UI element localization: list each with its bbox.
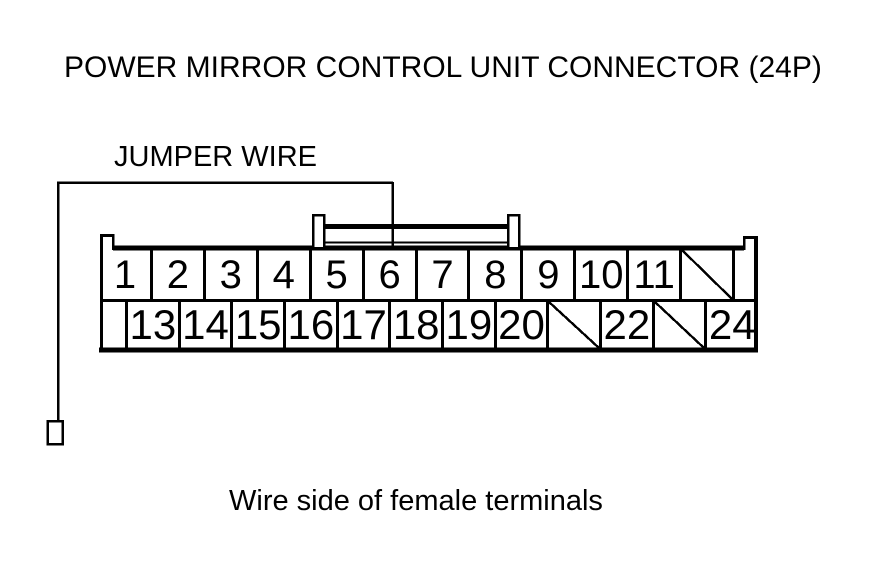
slash-cell (654, 302, 708, 348)
jumper-wire-label: JUMPER WIRE (114, 141, 317, 173)
blank-cell (100, 302, 128, 348)
pin-cell-4: 4 (258, 250, 312, 302)
pin-cell-6: 6 (364, 250, 418, 302)
pin-cell-14: 14 (181, 302, 234, 348)
pin-cell-15: 15 (233, 302, 287, 348)
pin-cell-18: 18 (391, 302, 445, 348)
pin-cell-3: 3 (205, 250, 259, 302)
slash-cell (549, 302, 603, 348)
caption-wire-side: Wire side of female terminals (229, 485, 603, 517)
pin-cell-9: 9 (523, 250, 577, 302)
pin-cell-5: 5 (311, 250, 365, 302)
pin-cell-10: 10 (576, 250, 630, 302)
mount-tab-right (506, 213, 521, 250)
jumper-terminal-square (46, 419, 64, 446)
page-title: POWER MIRROR CONTROL UNIT CONNECTOR (24P… (64, 51, 822, 84)
pin-cell-24: 24 (708, 301, 756, 348)
pin-cell-7: 7 (417, 250, 471, 302)
pin-cell-22: 22 (602, 302, 655, 348)
pin-cell-17: 17 (339, 302, 392, 348)
center-bridge-bar (324, 224, 508, 244)
pin-cell-2: 2 (152, 250, 206, 302)
connector-outline (99, 234, 758, 353)
pin-cell-20: 20 (497, 302, 550, 348)
pin-cell-11: 11 (629, 250, 683, 302)
pin-cell-1: 1 (100, 250, 153, 302)
pin-cell-16: 16 (286, 302, 339, 348)
pin-cell-8: 8 (470, 250, 524, 302)
pin-cell-13: 13 (128, 302, 181, 348)
mount-tab-left (311, 213, 326, 250)
slash-cell (682, 250, 736, 302)
pin-cell-19: 19 (444, 302, 497, 348)
